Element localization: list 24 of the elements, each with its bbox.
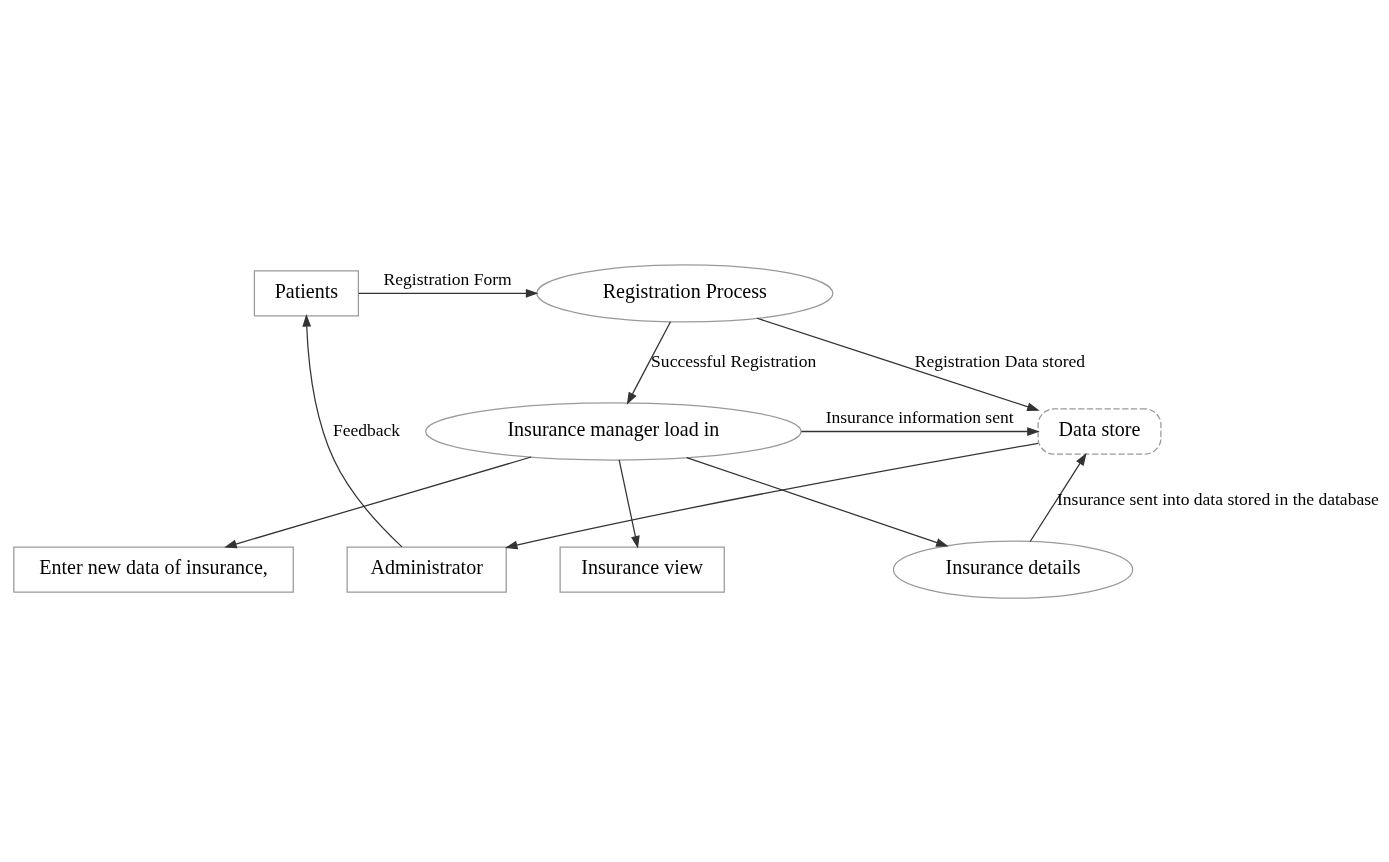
node-ellipse: Insurance manager load in	[425, 401, 802, 461]
arrow	[800, 426, 1040, 436]
node-box: Administrator	[346, 545, 507, 593]
node-box: Enter new data of insurance,	[13, 545, 294, 593]
arrow	[358, 288, 539, 298]
edge-label: Registration Form	[383, 268, 512, 289]
arrow	[302, 313, 403, 547]
edge-label: Feedback	[332, 419, 401, 440]
node-ellipse: Registration Process	[536, 263, 834, 322]
edge-label: Insurance sent into data stored in the database	[1057, 488, 1379, 509]
arrow	[626, 320, 672, 405]
arrow	[686, 456, 949, 547]
node-box: Patients	[253, 269, 360, 317]
node-box: Insurance view	[559, 545, 725, 593]
arrow	[618, 458, 640, 549]
node-ellipse: Insurance details	[892, 540, 1134, 599]
edge-label: Successful Registration	[651, 350, 817, 371]
edge-label: Registration Data stored	[914, 350, 1086, 371]
arrow	[504, 442, 1039, 549]
arrow	[756, 317, 1040, 411]
arrow	[1029, 452, 1087, 542]
edge-label: Insurance information sent	[825, 406, 1014, 427]
node-box: Data store	[1037, 407, 1162, 455]
arrow	[224, 455, 532, 548]
